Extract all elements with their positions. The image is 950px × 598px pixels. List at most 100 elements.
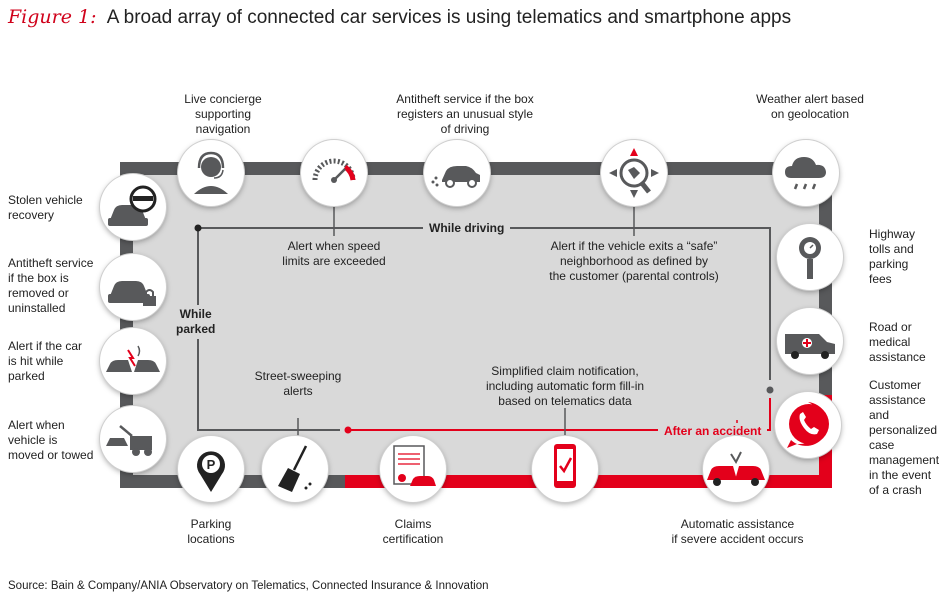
label-line: fees — [869, 272, 892, 286]
parking-pin-icon: P — [197, 451, 225, 492]
label-safe-zone: Alert if the vehicle exits a “safe” neig… — [548, 239, 720, 284]
source-note: Source: Bain & Company/ANIA Observatory … — [8, 580, 489, 592]
label-line: Alert if the car — [8, 339, 83, 353]
car-crash-icon — [106, 345, 160, 372]
label-line: including automatic form fill-in — [485, 379, 645, 393]
label-line: assistance and — [869, 393, 926, 422]
phase-while-parked: While parked — [170, 305, 222, 339]
antitheft-box-circle — [100, 254, 166, 320]
compass-icon — [609, 148, 659, 198]
speedometer-icon — [312, 158, 356, 183]
car-lock-icon — [108, 281, 156, 306]
claim-notification-circle — [532, 436, 598, 502]
phase-while-driving: While driving — [423, 220, 511, 236]
label-road-assist: Road or medical assistance — [869, 320, 945, 365]
label-line: based on telematics data — [498, 394, 632, 408]
phone-icon — [787, 402, 829, 448]
label-line: assistance — [869, 350, 926, 364]
label-line: certification — [382, 532, 444, 546]
label-antitheft-box: Antitheft service if the box is removed … — [8, 256, 98, 316]
label-line: Simplified claim notification, — [491, 364, 639, 378]
svg-text:P: P — [207, 457, 216, 472]
safe-zone-circle — [601, 140, 667, 206]
weather-circle — [773, 140, 839, 206]
hit-parked-circle — [100, 328, 166, 394]
phase-after-accident: After an accident — [658, 423, 768, 439]
label-line: Stolen vehicle — [8, 193, 83, 207]
accident-path — [348, 398, 771, 431]
label-line: vehicle is — [8, 433, 58, 447]
label-line: Highway — [869, 227, 916, 241]
label-hit-parked: Alert if the car is hit while parked — [8, 339, 98, 384]
street-sweeping-circle — [262, 436, 328, 502]
label-line: case — [869, 438, 895, 452]
label-claim-notification: Simplified claim notification, including… — [475, 364, 655, 409]
label-line: Road or — [869, 320, 912, 334]
path-dot — [194, 224, 202, 232]
label-line: Street-sweeping — [254, 369, 342, 383]
label-weather: Weather alert based on geolocation — [740, 92, 880, 122]
label-auto-assist: Automatic assistance if severe accident … — [660, 517, 815, 547]
label-antitheft-driving: Antitheft service if the box registers a… — [390, 92, 540, 137]
figure-label: Figure 1: — [8, 6, 97, 28]
label-line: in the event — [869, 468, 932, 482]
label-line: Weather alert based — [756, 92, 864, 106]
label-line: tolls and — [869, 242, 914, 256]
label-claims-cert: Claims certification — [368, 517, 458, 547]
label-line: moved or towed — [8, 448, 94, 462]
label-line: if severe accident occurs — [671, 532, 804, 546]
label-line: Automatic assistance — [680, 517, 795, 531]
label-line: medical — [869, 335, 911, 349]
label-parking: Parking locations — [166, 517, 256, 547]
phase-parked-line: While — [179, 307, 212, 321]
broom-icon — [278, 445, 312, 492]
label-line: is hit while — [8, 354, 64, 368]
label-line: Claims — [394, 517, 432, 531]
label-line: management — [869, 453, 940, 467]
phase-parked-line: parked — [176, 322, 216, 336]
concierge-circle — [178, 140, 244, 206]
label-line: Customer — [869, 378, 922, 392]
label-line: registers an unusual style — [396, 107, 534, 121]
ambulance-icon — [785, 334, 835, 359]
thief-car-icon — [108, 185, 157, 226]
label-line: removed or — [8, 286, 69, 300]
label-stolen: Stolen vehicle recovery — [8, 193, 98, 223]
label-line: the customer (parental controls) — [549, 269, 719, 283]
label-line: recovery — [8, 208, 55, 222]
label-line: Parking — [190, 517, 232, 531]
road-assist-circle — [777, 308, 843, 374]
certificate-icon — [393, 445, 436, 486]
figure-title: Figure 1: A broad array of connected car… — [8, 6, 791, 29]
label-line: supporting navigation — [194, 107, 252, 136]
path-dot — [344, 426, 352, 434]
label-line: parking — [869, 257, 909, 271]
speed-circle — [301, 140, 367, 206]
tow-truck-icon — [106, 425, 152, 456]
label-line: Alert when — [8, 418, 65, 432]
label-speed: Alert when speed limits are exceeded — [276, 239, 392, 269]
car-smoke-icon — [431, 166, 480, 188]
label-line: locations — [187, 532, 235, 546]
stolen-circle — [100, 174, 166, 240]
label-line: limits are exceeded — [282, 254, 386, 268]
antitheft-driving-circle — [424, 140, 490, 206]
label-concierge: Live concierge supporting navigation — [168, 92, 278, 137]
smartphone-check-icon — [554, 444, 576, 488]
operator-icon — [194, 151, 228, 194]
label-line: on geolocation — [770, 107, 850, 121]
label-customer-assist: Customer assistance and personalized cas… — [869, 378, 949, 498]
label-line: Alert when speed — [287, 239, 381, 253]
claims-cert-circle — [380, 436, 446, 502]
label-line: Antitheft service — [8, 256, 94, 270]
label-line: Live concierge — [184, 92, 262, 106]
label-line: personalized — [869, 423, 938, 437]
label-towed: Alert when vehicle is moved or towed — [8, 418, 100, 463]
customer-assist-circle — [775, 392, 841, 458]
collision-icon — [707, 451, 765, 486]
parking-meter-icon — [799, 237, 821, 279]
parking-circle: P — [178, 436, 244, 502]
label-line: parked — [8, 369, 45, 383]
label-line: Alert if the vehicle exits a “safe” — [550, 239, 718, 253]
label-line: if the box is — [8, 271, 69, 285]
